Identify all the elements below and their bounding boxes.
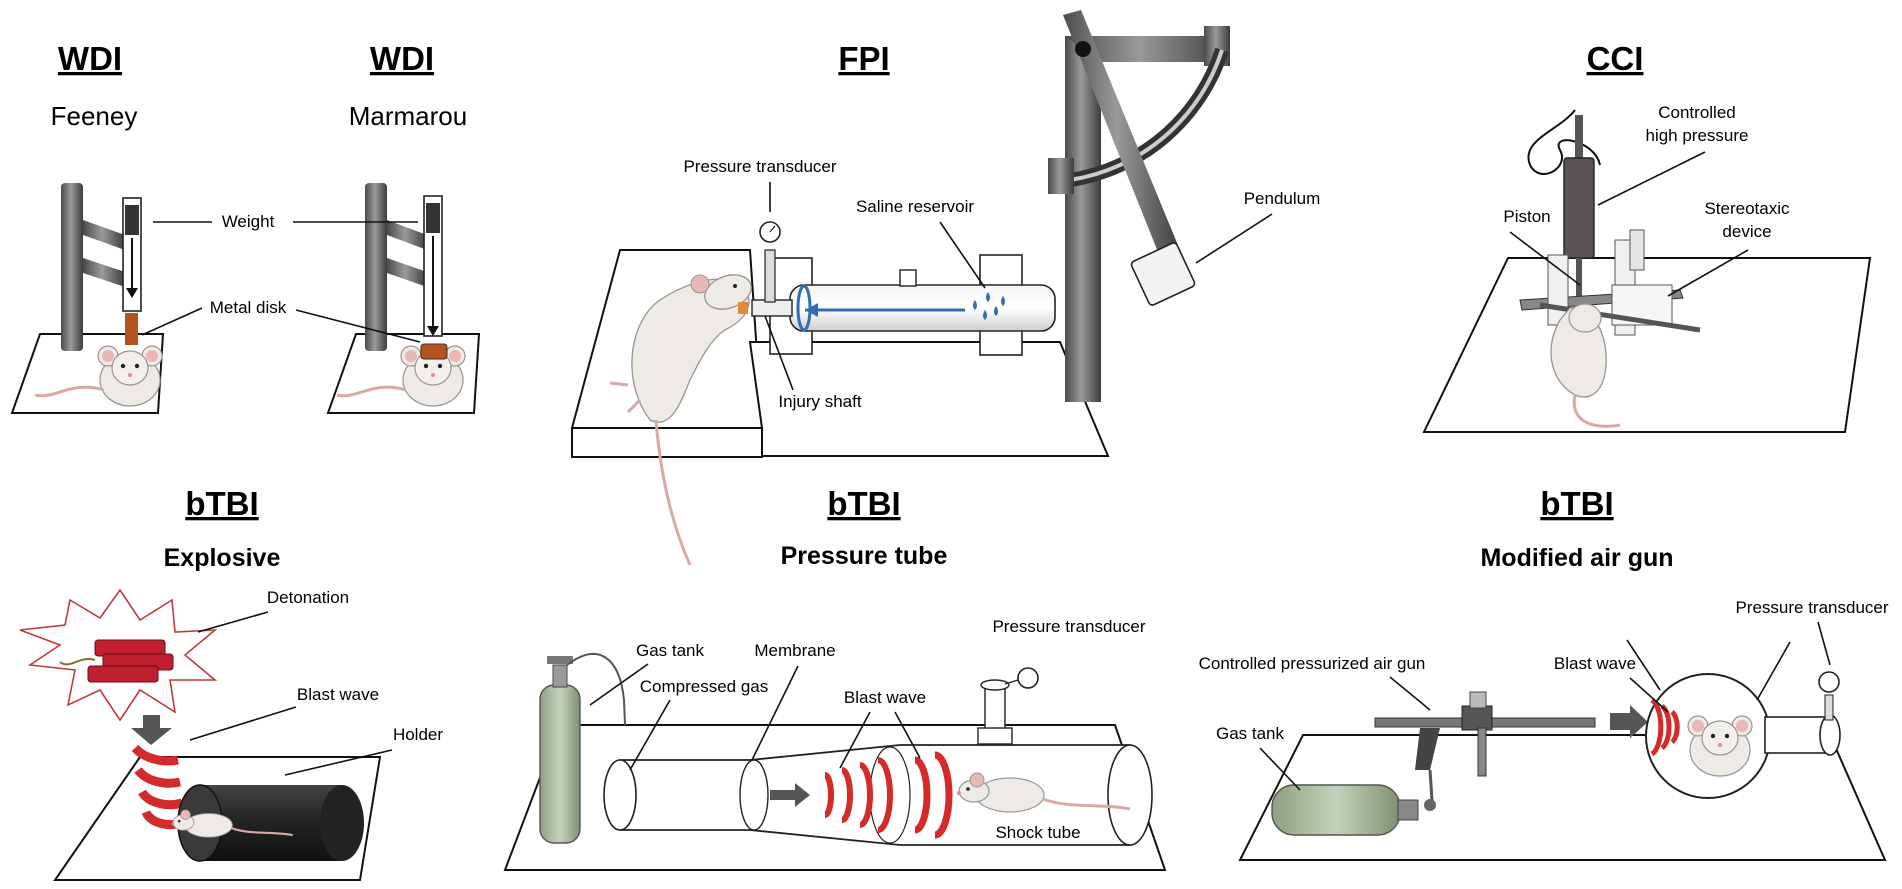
wdi-marmarou-arm-upper bbox=[387, 220, 427, 250]
wdi-feeney-weight bbox=[125, 205, 139, 235]
wdi-marmarou-metal-disk bbox=[420, 343, 448, 360]
cci-rat bbox=[1550, 303, 1621, 428]
btbi-tube-transducer bbox=[977, 667, 1039, 745]
wdi-feeney-subtitle: Feeney bbox=[51, 101, 138, 131]
fpi-saline-reservoir-label: Saline reservoir bbox=[856, 197, 974, 216]
btbi-tube-subtitle: Pressure tube bbox=[781, 542, 948, 570]
fpi-pendulum-hammer bbox=[1130, 242, 1196, 306]
btbi-airgun-mouse bbox=[1687, 715, 1753, 777]
wdi-feeney-arm-upper bbox=[83, 220, 125, 250]
btbi-airgun-gas-tank-label: Gas tank bbox=[1216, 724, 1285, 743]
btbi-tube-title: bTBI bbox=[827, 485, 900, 522]
fpi-flow-arrow bbox=[805, 303, 818, 317]
btbi-shock-tube-label: Shock tube bbox=[995, 823, 1080, 842]
wdi-feeney-mouse bbox=[97, 345, 163, 407]
btbi-airgun-transducer bbox=[1764, 671, 1841, 756]
btbi-air-gun bbox=[1374, 691, 1596, 801]
btbi-tube-pressure-transducer-label: Pressure transducer bbox=[992, 617, 1145, 636]
wdi-metal-disk-label: Metal disk bbox=[210, 298, 287, 317]
cci-platform bbox=[1422, 257, 1872, 433]
fpi-pivot bbox=[1075, 41, 1091, 57]
btbi-explosive-down-arrow bbox=[131, 715, 172, 745]
wdi-feeney-drop-arrow bbox=[126, 288, 138, 298]
wdi-feeney-arm-lower bbox=[83, 258, 125, 287]
wdi-marmarou-arm-lower bbox=[387, 258, 427, 287]
btbi-compressed-gas-label: Compressed gas bbox=[640, 677, 769, 696]
cci-piston-label: Piston bbox=[1503, 207, 1550, 226]
cci-controlled-label-2: high pressure bbox=[1645, 126, 1748, 145]
btbi-membrane-label: Membrane bbox=[754, 641, 835, 660]
cci-stereotaxic-label-1: Stereotaxic bbox=[1704, 199, 1790, 218]
fpi-saline-reservoir bbox=[789, 284, 1056, 332]
wdi-feeney-title: WDI bbox=[58, 40, 122, 77]
fpi-pressure-transducer-label: Pressure transducer bbox=[683, 157, 836, 176]
cci-piston-rod bbox=[1576, 258, 1582, 308]
wdi-marmarou-panel: WDI Marmarou bbox=[326, 40, 481, 414]
btbi-airgun-arrow bbox=[1610, 705, 1648, 738]
fpi-title: FPI bbox=[838, 40, 889, 77]
wdi-marmarou-weight bbox=[426, 203, 440, 233]
btbi-tube-gas-tank bbox=[539, 653, 626, 844]
btbi-explosive-title: bTBI bbox=[185, 485, 258, 522]
cci-controlled-label-1: Controlled bbox=[1658, 103, 1736, 122]
btbi-airgun-blast-wave-label: Blast wave bbox=[1554, 654, 1636, 673]
cci-title: CCI bbox=[1587, 40, 1644, 77]
btbi-airgun-subtitle: Modified air gun bbox=[1480, 544, 1673, 572]
btbi-tube-blast-wave-label: Blast wave bbox=[844, 688, 926, 707]
btbi-holder-label: Holder bbox=[393, 725, 443, 744]
btbi-tube-gas-tank-label: Gas tank bbox=[636, 641, 705, 660]
fpi-injury-shaft-label: Injury shaft bbox=[778, 392, 861, 411]
btbi-air-gun-panel: bTBI Modified air gun bbox=[1199, 485, 1889, 861]
btbi-airgun-gas-tank bbox=[1271, 784, 1436, 836]
fpi-pendulum-pole bbox=[1065, 36, 1101, 402]
wdi-shared-labels: Weight Metal disk bbox=[141, 212, 421, 343]
cci-stereotaxic-label-2: device bbox=[1722, 222, 1771, 241]
fpi-pendulum-arm bbox=[1063, 10, 1182, 262]
btbi-tube-blast-wave bbox=[824, 751, 953, 839]
wdi-weight-label: Weight bbox=[222, 212, 275, 231]
btbi-air-gun-label: Controlled pressurized air gun bbox=[1199, 654, 1426, 673]
wdi-feeney-panel: WDI Feeney bbox=[10, 40, 165, 414]
wdi-marmarou-drop-arrow bbox=[427, 326, 439, 336]
fpi-panel: FPI bbox=[570, 10, 1321, 566]
btbi-tube-flow-arrow bbox=[770, 783, 810, 807]
fpi-pendulum-label: Pendulum bbox=[1244, 189, 1321, 208]
fpi-rat bbox=[609, 274, 752, 566]
wdi-marmarou-subtitle: Marmarou bbox=[349, 101, 467, 131]
wdi-feeney-support-rod bbox=[61, 183, 83, 351]
cci-panel: CCI Controlled high pressure Piston Ster… bbox=[1422, 40, 1872, 433]
wdi-marmarou-title: WDI bbox=[370, 40, 434, 77]
btbi-shock-tube bbox=[603, 744, 1153, 846]
btbi-airgun-title: bTBI bbox=[1540, 485, 1613, 522]
cci-piston-cylinder bbox=[1563, 157, 1595, 259]
btbi-dynamite bbox=[59, 639, 174, 683]
btbi-pressure-tube-panel: bTBI Pressure tube bbox=[503, 485, 1167, 871]
btbi-airgun-pressure-transducer-label: Pressure transducer bbox=[1735, 598, 1888, 617]
btbi-detonation-label: Detonation bbox=[267, 588, 349, 607]
btbi-explosive-blast-wave-label: Blast wave bbox=[297, 685, 379, 704]
btbi-explosive-subtitle: Explosive bbox=[164, 544, 281, 572]
fpi-saline-drops bbox=[973, 292, 1005, 320]
wdi-feeney-metal-disk bbox=[125, 313, 138, 345]
btbi-explosive-panel: bTBI Explosive Detonation Blast wave Hol… bbox=[19, 485, 443, 881]
wdi-marmarou-support-rod bbox=[365, 183, 387, 351]
